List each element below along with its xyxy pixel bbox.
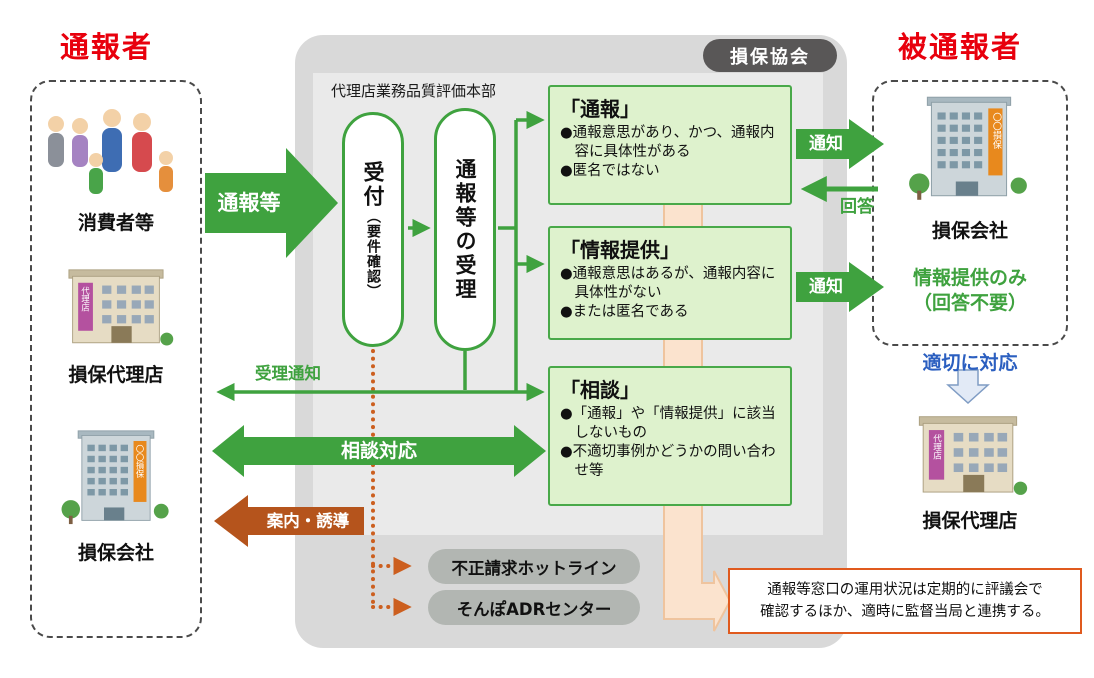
category-info-bullet: ●または匿名である: [560, 304, 689, 321]
acceptance-box: 通報等の受理: [434, 108, 496, 351]
agency-sign-text: 代理店: [81, 286, 91, 313]
block-arrows: [205, 119, 990, 547]
consumers-label: 消費者等: [77, 212, 154, 234]
reporter-title: 通報者: [60, 30, 154, 64]
category-consult-bullet: ●不適切事例かどうかの問い合わせ等: [560, 444, 776, 480]
category-report-bullet: ●匿名ではない: [560, 163, 660, 180]
info-only-line1: 情報提供のみ: [912, 267, 1027, 289]
info-only-line2: （回答不要）: [912, 291, 1027, 314]
agency-building-icon: 代理店: [68, 269, 174, 346]
guidance-left-arrow: [214, 495, 364, 547]
agency-label-left: 損保代理店: [68, 364, 164, 386]
acceptance-label: 通報等の受理: [453, 157, 477, 302]
company-sign-text: 〇〇損保: [135, 445, 145, 479]
category-info-bullet: ●通報意思はあるが、通報内容に具体性がない: [560, 266, 776, 302]
notify-top-arrow: [796, 119, 884, 169]
consultation-response-label: 相談対応: [341, 439, 417, 462]
adr-center-pill: そんぽADRセンター: [428, 590, 640, 625]
company-building-icon: 〇〇損保: [909, 96, 1027, 200]
governance-note-line2: 確認するほか、適時に監督当局と連携する。: [760, 604, 1050, 620]
company-building-icon: 〇〇損保: [61, 430, 169, 525]
company-label-right: 損保会社: [931, 220, 1008, 242]
referral-dotted-lines: [371, 349, 412, 617]
respond-down-arrow: [946, 369, 990, 405]
reply-label: 回答: [840, 196, 875, 217]
category-consult-bullet: ●「通報」や「情報提供」に該当しないもの: [560, 406, 776, 442]
governance-note-box: 通報等窓口の運用状況は定期的に評議会で 確認するほか、適時に監督当局と連携する。: [728, 568, 1082, 634]
report-input-label: 通報等: [218, 191, 281, 215]
notify-mid-arrow: [796, 262, 884, 312]
consumers-icon: [48, 109, 173, 194]
agency-label-right: 損保代理店: [922, 510, 1018, 532]
reported-title: 被通報者: [898, 30, 1023, 64]
association-badge: 損保協会: [703, 39, 837, 72]
fraud-hotline-pill: 不正請求ホットライン: [428, 549, 640, 584]
guidance-label: 案内・誘導: [266, 511, 350, 531]
category-info-box: 「情報提供」 ●通報意思はあるが、通報内容に具体性がない ●または匿名である: [548, 226, 792, 340]
consultation-double-arrow: [212, 425, 546, 477]
company-sign-text: 〇〇損保: [990, 112, 1002, 149]
report-input-arrow: [205, 148, 338, 258]
info-only-note: 情報提供のみ （回答不要）: [872, 266, 1068, 315]
notify-mid-label: 通知: [809, 276, 843, 297]
reporter-group-box: [30, 80, 202, 638]
flow-connectors: [216, 110, 878, 402]
agency-building-icon: 代理店: [918, 416, 1028, 495]
category-report-title: 「通報」: [560, 97, 640, 121]
category-report-bullet: ●通報意思があり、かつ、通報内容に具体性がある: [560, 125, 775, 161]
acceptance-notice-label: 受理通知: [255, 363, 321, 383]
category-report-box: 「通報」 ●通報意思があり、かつ、通報内容に具体性がある ●匿名ではない: [548, 85, 792, 205]
agency-sign-text: 代理店: [932, 433, 942, 460]
governance-note-line1: 通報等窓口の運用状況は定期的に評議会で: [767, 581, 1043, 598]
category-consult-title: 「相談」: [560, 378, 640, 402]
hq-label: 代理店業務品質評価本部: [331, 82, 497, 100]
appropriate-response-label: 適切に対応: [922, 352, 1018, 374]
reception-label: 受付: [361, 160, 385, 209]
category-info-title: 「情報提供」: [560, 238, 680, 262]
reception-box: 受付（要件確認）: [342, 112, 404, 347]
company-label-left: 損保会社: [77, 542, 154, 564]
reported-group-box: [872, 80, 1068, 346]
notify-top-label: 通知: [809, 133, 843, 154]
category-consult-box: 「相談」 ●「通報」や「情報提供」に該当しないもの ●不適切事例かどうかの問い合…: [548, 366, 792, 506]
reception-sublabel: （要件確認）: [365, 208, 381, 299]
